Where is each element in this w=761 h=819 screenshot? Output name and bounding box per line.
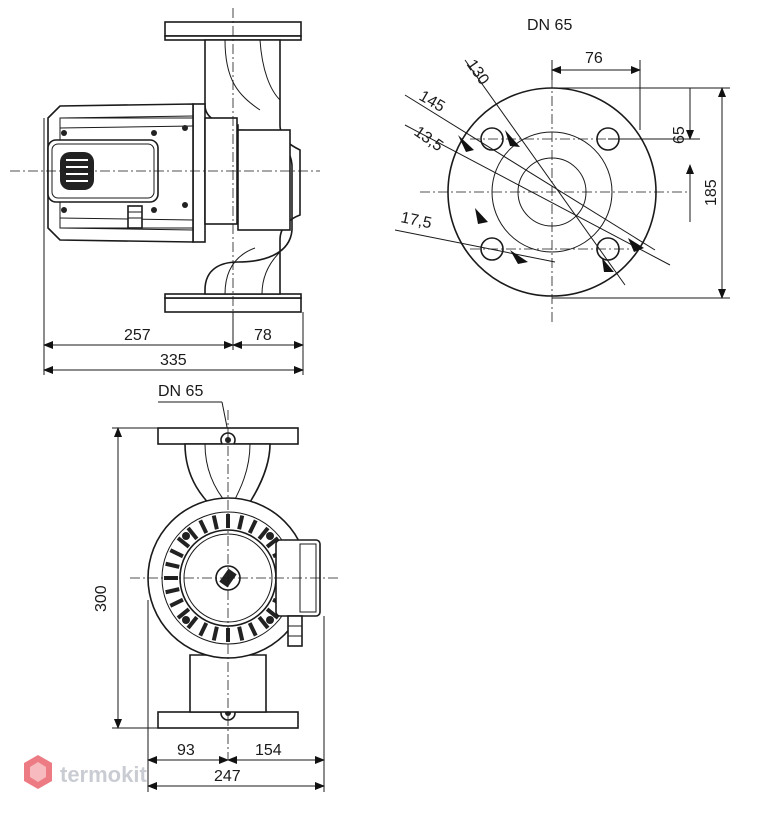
- dim-left: 93: [177, 742, 195, 759]
- cooling-rib: [265, 536, 280, 549]
- cooling-rib: [176, 607, 191, 620]
- dim-width: 247: [214, 768, 241, 785]
- cooling-rib: [247, 622, 258, 637]
- termokit-watermark: termokit: [24, 755, 147, 789]
- cooling-rib: [237, 626, 245, 641]
- cooling-rib: [169, 548, 184, 559]
- dim-flange-offset: 78: [254, 327, 272, 344]
- side-view: 257 78 335: [10, 8, 320, 375]
- dim-total-length: 335: [160, 352, 187, 369]
- dim-motor: 257: [124, 327, 151, 344]
- dim-hole-13-5: 13,5: [411, 123, 446, 155]
- cable-gland: [127, 205, 143, 229]
- top-view: DN 65: [93, 383, 338, 792]
- flange-view: DN 65 130 145 13,5 17,5: [394, 17, 730, 322]
- cooling-rib: [186, 526, 199, 541]
- flange-title: DN 65: [527, 17, 572, 34]
- cooling-rib: [257, 615, 270, 630]
- dim-hole-spacing-v: 65: [671, 126, 688, 144]
- cooling-rib: [211, 515, 219, 530]
- cooling-rib: [257, 526, 270, 541]
- watermark-brand: termokit: [60, 762, 147, 787]
- dim-right: 154: [255, 742, 282, 759]
- cooling-rib: [198, 519, 209, 534]
- cooling-rib: [176, 536, 191, 549]
- cooling-rib: [247, 519, 258, 534]
- cooling-rib: [198, 622, 209, 637]
- cooling-rib: [165, 561, 180, 569]
- cooling-rib: [186, 615, 199, 630]
- dim-height: 300: [93, 585, 110, 612]
- top-dn-label: DN 65: [158, 383, 203, 400]
- dim-hole-17-5: 17,5: [399, 209, 433, 232]
- dim-hole-spacing-h: 76: [585, 50, 603, 67]
- cooling-rib: [165, 587, 180, 595]
- cooling-rib: [169, 597, 184, 608]
- pump-housing: [204, 39, 301, 295]
- cooling-rib: [237, 515, 245, 530]
- dim-flange-diameter: 185: [703, 179, 720, 206]
- cooling-rib: [211, 626, 219, 641]
- dim-pcd-130: 130: [463, 57, 492, 89]
- cooling-rib: [265, 607, 280, 620]
